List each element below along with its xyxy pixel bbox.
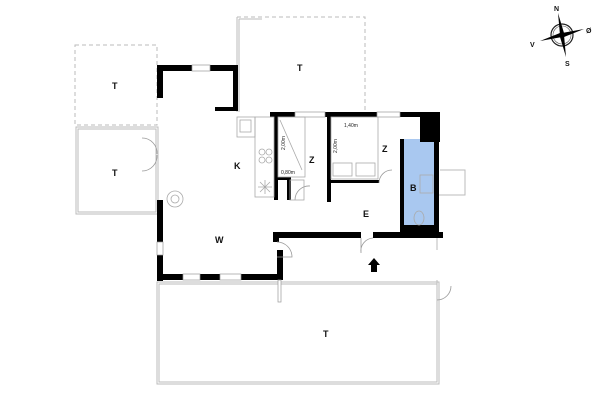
room-label-kitchen: K xyxy=(234,161,241,171)
compass-south: S xyxy=(565,61,570,68)
compass-icon: N Ø S V xyxy=(530,6,592,68)
windows xyxy=(156,64,401,303)
room-label-terrace: T xyxy=(112,168,118,178)
terrace-outlines xyxy=(74,16,466,385)
room-label-bedroom: Z xyxy=(382,144,388,154)
dimension-label: 1,40m xyxy=(344,123,358,129)
compass-west: V xyxy=(530,42,535,49)
room-label-terrace: T xyxy=(297,63,303,73)
beds xyxy=(277,116,434,226)
room-label-terrace: T xyxy=(323,329,329,339)
entrance-arrow-icon xyxy=(368,258,380,272)
dimension-label: 2,00m xyxy=(281,136,287,150)
dimension-label: 0,80m xyxy=(281,170,295,176)
bathroom-floor xyxy=(404,139,434,231)
door-swings xyxy=(141,137,452,301)
room-label-living: W xyxy=(215,235,224,245)
room-label-bedroom: Z xyxy=(309,155,315,165)
kitchen-counter xyxy=(166,116,275,208)
room-labels: T T T K Z Z B E W T 2,00m 0,80m 1,40m 2,… xyxy=(112,63,417,339)
compass-north: N xyxy=(554,6,559,13)
compass-east: Ø xyxy=(586,28,592,35)
walls xyxy=(157,65,443,281)
room-label-entrance: E xyxy=(363,209,369,219)
dimension-label: 2,00m xyxy=(333,139,339,153)
room-label-bathroom: B xyxy=(410,183,417,193)
room-label-terrace: T xyxy=(112,81,118,91)
